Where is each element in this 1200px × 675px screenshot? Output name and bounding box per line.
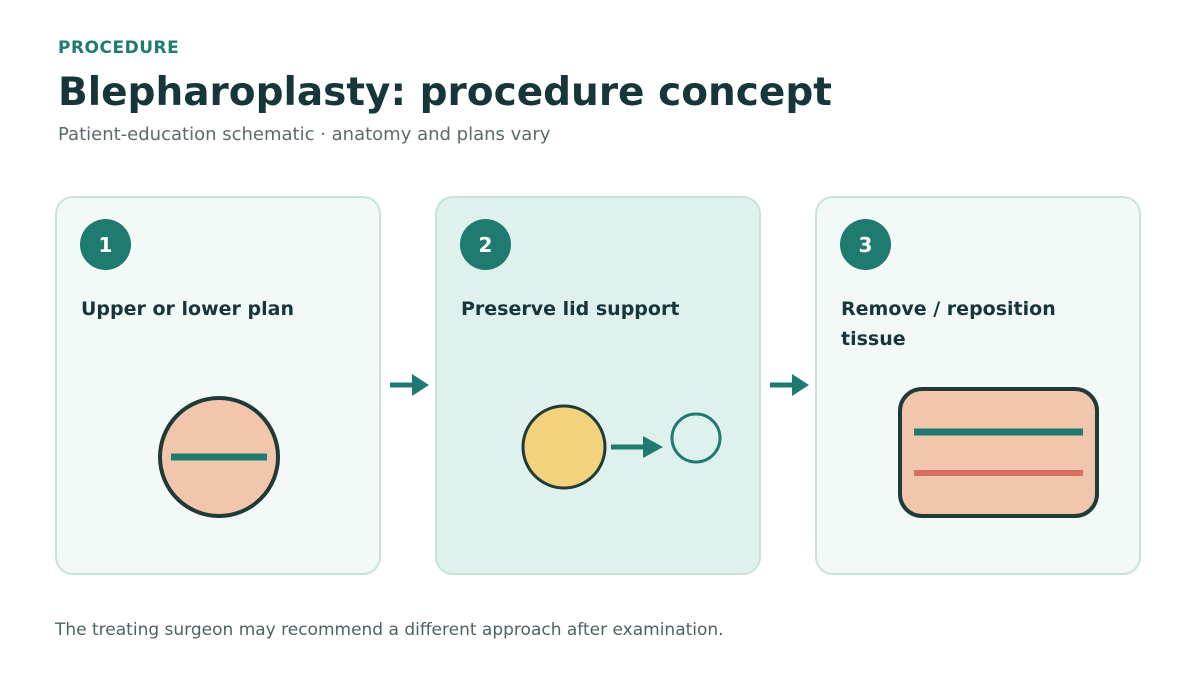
step-card-1: 1 Upper or lower plan [55,196,381,575]
section-eyebrow: PROCEDURE [58,38,180,58]
step-number-badge: 1 [80,219,131,270]
support-outline-shape [670,412,722,464]
step-title: Remove / reposition tissue [841,298,1056,350]
lid-support-illustration [521,404,722,490]
tissue-repositioning-illustration [898,387,1099,518]
page-title: Blepharoplasty: procedure concept [58,70,832,115]
page-subtitle: Patient-education schematic · anatomy an… [58,124,551,145]
arrow-head-shape [643,436,663,458]
arrow-right-icon [770,374,809,396]
step-number-badge: 2 [460,219,511,270]
step-card-3: 3 Remove / reposition tissue [815,196,1141,575]
step-card-2: 2 Preserve lid support [435,196,761,575]
footnote: The treating surgeon may recommend a dif… [55,620,724,640]
eyelid-plan-illustration [158,396,280,518]
tissue-block-shape [898,387,1099,518]
step-title: Upper or lower plan [81,298,294,320]
step-number-badge: 3 [840,219,891,270]
step-title: Preserve lid support [461,298,680,320]
arrow-right-icon [390,374,429,396]
fat-pad-shape [521,404,607,490]
